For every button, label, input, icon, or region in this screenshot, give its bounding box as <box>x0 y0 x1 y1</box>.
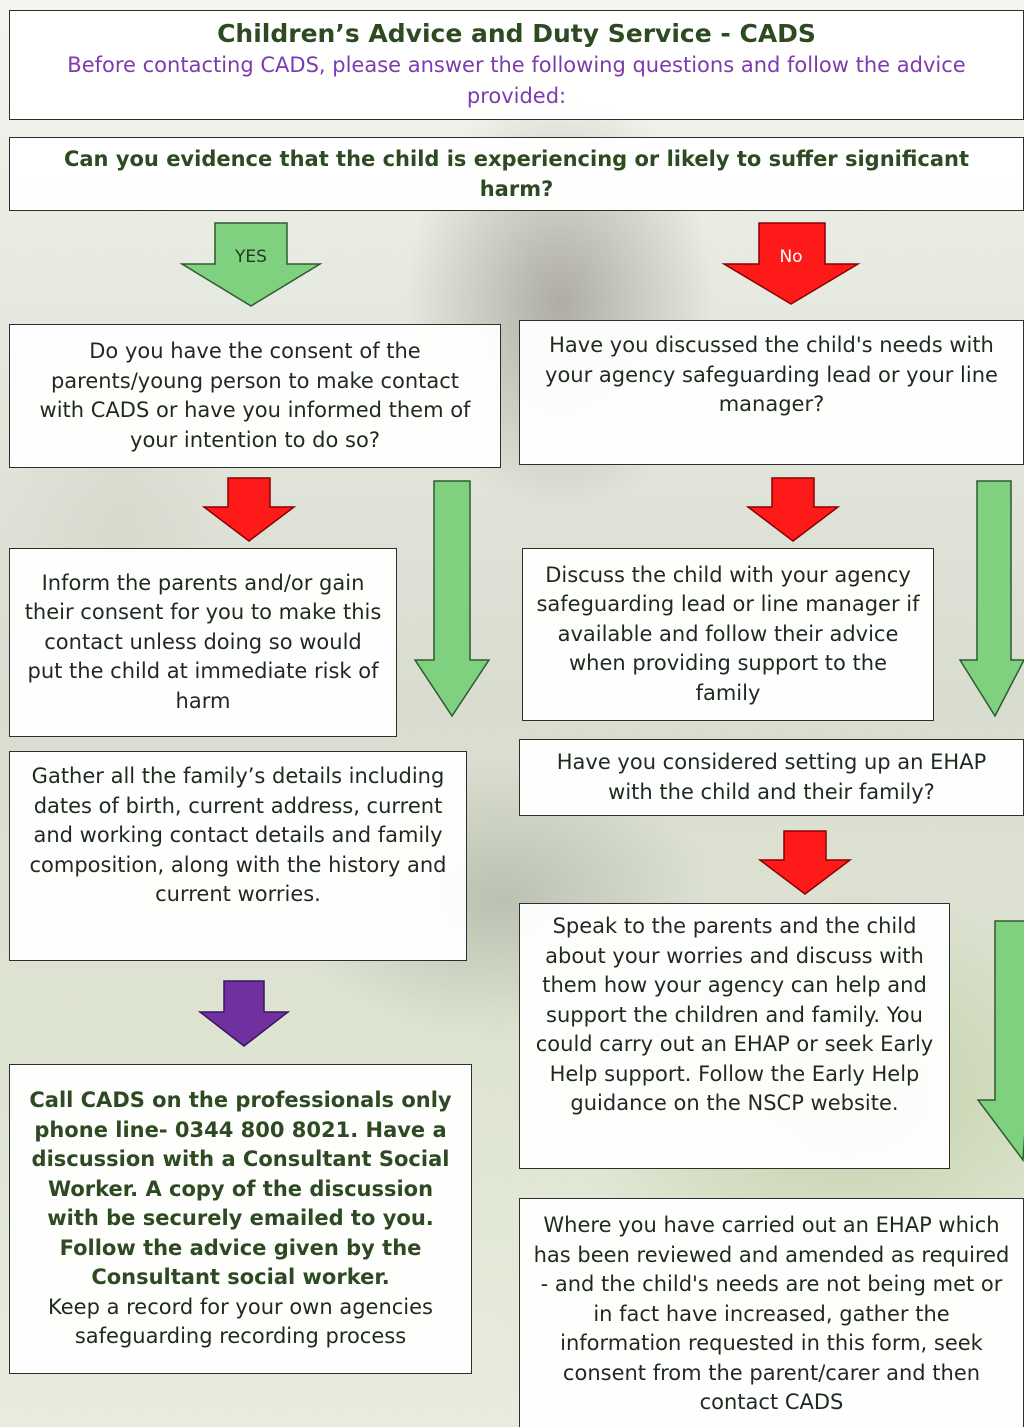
yes-label: YES <box>234 247 267 267</box>
green-down-arrow <box>413 480 491 718</box>
discuss-child-text: Discuss the child with your agency safeg… <box>536 562 920 705</box>
red-down-arrow <box>201 477 297 542</box>
discuss-child-box: Discuss the child with your agency safeg… <box>522 548 934 721</box>
green-down-arrow <box>958 480 1024 718</box>
gather-details-text: Gather all the family’s details includin… <box>29 764 447 906</box>
yes-arrow: YES <box>179 222 323 307</box>
red-down-arrow <box>757 830 853 895</box>
purple-down-arrow <box>197 980 291 1047</box>
consent-question-box: Do you have the consent of the parents/y… <box>9 324 501 468</box>
follow-advice-instruction: Follow the advice given by the Consultan… <box>59 1235 422 1290</box>
ehap-question-box: Have you considered setting up an EHAP w… <box>519 739 1024 816</box>
red-down-arrow <box>745 477 841 542</box>
keep-record-instruction: Keep a record for your own agencies safe… <box>48 1294 433 1349</box>
no-arrow: No <box>721 222 861 305</box>
consent-question: Do you have the consent of the parents/y… <box>39 339 471 452</box>
header-box: Children’s Advice and Duty Service - CAD… <box>9 10 1024 120</box>
call-cads-instruction: Call CADS on the professionals only phon… <box>29 1088 452 1231</box>
ehap-question: Have you considered setting up an EHAP w… <box>556 750 987 804</box>
page-title: Children’s Advice and Duty Service - CAD… <box>217 19 816 48</box>
harm-question-box: Can you evidence that the child is exper… <box>9 137 1024 211</box>
speak-parents-box: Speak to the parents and the child about… <box>519 903 950 1169</box>
green-down-arrow <box>976 920 1024 1163</box>
speak-parents-text: Speak to the parents and the child about… <box>535 914 934 1115</box>
where-ehap-box: Where you have carried out an EHAP which… <box>519 1198 1024 1427</box>
harm-question: Can you evidence that the child is exper… <box>63 147 970 201</box>
inform-parents-box: Inform the parents and/or gain their con… <box>9 548 397 737</box>
call-cads-box: Call CADS on the professionals only phon… <box>9 1064 472 1374</box>
discussed-question: Have you discussed the child's needs wit… <box>545 333 998 416</box>
inform-parents-text: Inform the parents and/or gain their con… <box>24 570 382 713</box>
no-label: No <box>779 247 802 267</box>
discussed-question-box: Have you discussed the child's needs wit… <box>519 320 1024 465</box>
page-subtitle: Before contacting CADS, please answer th… <box>67 53 966 108</box>
where-ehap-text: Where you have carried out an EHAP which… <box>533 1213 1010 1414</box>
gather-details-box: Gather all the family’s details includin… <box>9 751 467 961</box>
